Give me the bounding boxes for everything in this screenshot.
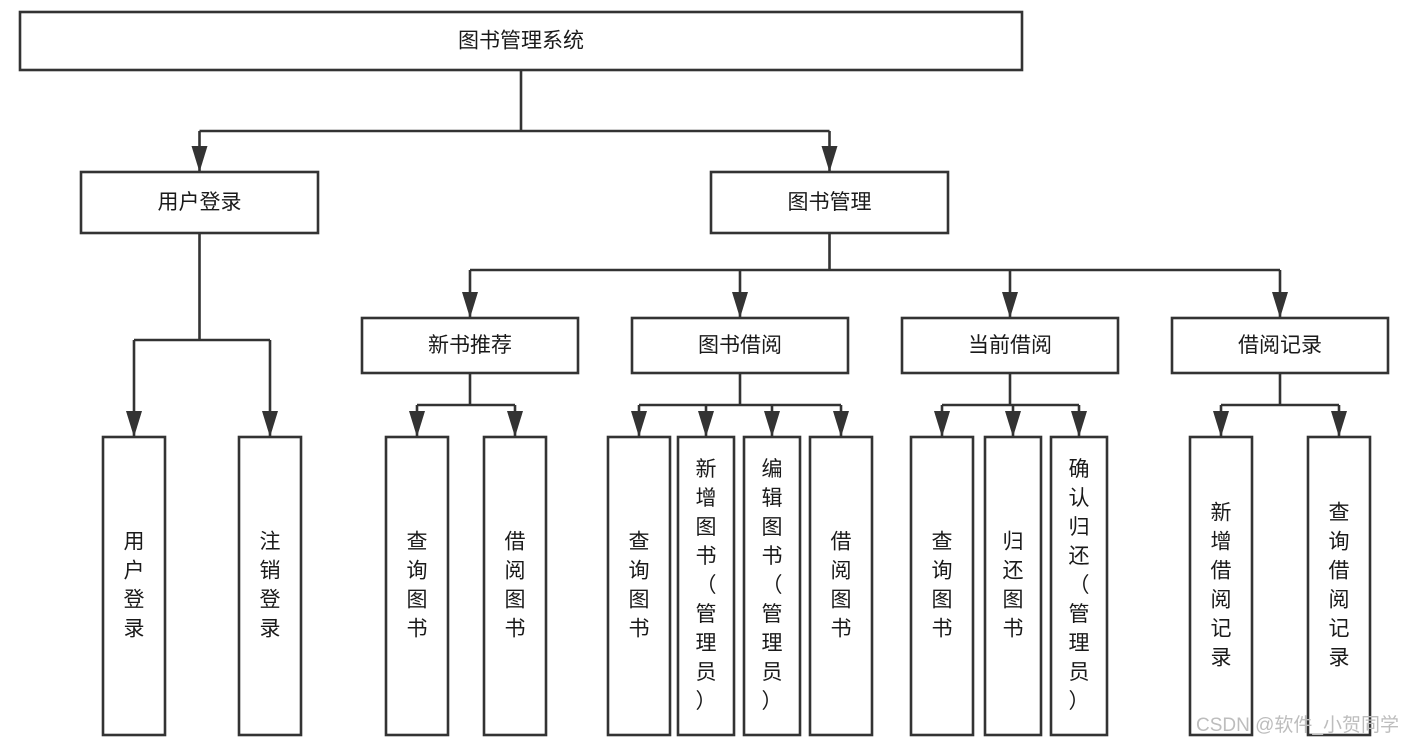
arrow-head-leaf-book-borrow-1 [698,411,714,437]
arrow-head-leaf-book-borrow-2 [764,411,780,437]
node-user-login[interactable]: 用户登录 [79,170,320,235]
node-box-leaf-edit-book [742,435,802,737]
node-label-new-book-rec: 新书推荐 [428,334,512,357]
node-leaf-query-book-borrow[interactable]: 查询图书 [606,435,672,737]
connector-layer [126,70,1347,437]
node-new-book-rec[interactable]: 新书推荐 [360,316,580,375]
node-leaf-user-logout[interactable]: 注销登录 [237,435,303,737]
node-layer: 图书管理系统用户登录图书管理新书推荐图书借阅当前借阅借阅记录用户登录注销登录查询… [18,10,1390,737]
node-root[interactable]: 图书管理系统 [18,10,1024,72]
arrow-head-leaf-current-borrow-1 [1005,411,1021,437]
node-leaf-edit-book[interactable]: 编辑图书（管理员） [742,435,802,737]
watermark-layer: CSDN @软件_小贺同学 [1196,714,1399,736]
node-label-book-borrow: 图书借阅 [698,334,782,357]
node-label-leaf-edit-book: 编辑图书（管理员） [762,458,783,713]
arrow-head-leaf-user-login-0 [126,411,142,437]
node-box-borrow-record [1170,316,1390,375]
node-label-leaf-borrow-book-rec: 借阅图书 [505,530,526,640]
node-book-manage[interactable]: 图书管理 [709,170,950,235]
node-leaf-query-book-rec[interactable]: 查询图书 [384,435,450,737]
node-box-leaf-confirm-return [1049,435,1109,737]
node-label-leaf-user-logout: 注销登录 [260,530,281,640]
node-label-leaf-return-book: 归还图书 [1003,530,1024,640]
node-leaf-query-record[interactable]: 查询借阅记录 [1306,435,1372,737]
arrow-head-root-1 [821,146,838,172]
node-leaf-borrow-book-rec[interactable]: 借阅图书 [482,435,548,737]
node-leaf-user-login[interactable]: 用户登录 [101,435,167,737]
node-box-leaf-return-book [983,435,1043,737]
node-leaf-borrow-book[interactable]: 借阅图书 [808,435,874,737]
arrow-head-book-manage-0 [462,292,478,318]
node-label-book-manage: 图书管理 [788,191,872,214]
node-box-leaf-query-record [1306,435,1372,737]
node-box-user-login [79,170,320,235]
node-borrow-record[interactable]: 借阅记录 [1170,316,1390,375]
node-label-borrow-record: 借阅记录 [1238,334,1322,357]
node-label-leaf-query-book-borrow: 查询图书 [629,530,650,640]
arrow-head-book-manage-1 [732,292,748,318]
node-box-book-borrow [630,316,850,375]
node-leaf-query-book-cur[interactable]: 查询图书 [909,435,975,737]
node-leaf-add-book[interactable]: 新增图书（管理员） [676,435,736,737]
arrow-head-leaf-new-book-rec-0 [409,411,425,437]
arrow-head-leaf-borrow-record-1 [1331,411,1347,437]
node-box-leaf-query-book-cur [909,435,975,737]
arrow-head-leaf-new-book-rec-1 [507,411,523,437]
node-label-leaf-query-record: 查询借阅记录 [1329,501,1350,669]
node-leaf-return-book[interactable]: 归还图书 [983,435,1043,737]
node-label-leaf-query-book-cur: 查询图书 [932,530,953,640]
node-box-leaf-user-login [101,435,167,737]
node-box-root [18,10,1024,72]
node-label-leaf-add-record: 新增借阅记录 [1211,501,1232,669]
node-box-leaf-add-book [676,435,736,737]
node-box-leaf-query-book-rec [384,435,450,737]
node-label-leaf-confirm-return: 确认归还（管理员） [1069,458,1090,713]
node-label-current-borrow: 当前借阅 [968,334,1052,357]
node-label-leaf-user-login: 用户登录 [124,530,145,640]
csdn-watermark: CSDN @软件_小贺同学 [1196,714,1399,736]
node-leaf-add-record[interactable]: 新增借阅记录 [1188,435,1254,737]
arrow-head-leaf-book-borrow-3 [833,411,849,437]
node-box-leaf-query-book-borrow [606,435,672,737]
node-current-borrow[interactable]: 当前借阅 [900,316,1120,375]
node-label-leaf-add-book: 新增图书（管理员） [696,458,717,713]
node-leaf-confirm-return[interactable]: 确认归还（管理员） [1049,435,1109,737]
node-box-book-manage [709,170,950,235]
arrow-head-book-manage-3 [1272,292,1288,318]
node-box-leaf-user-logout [237,435,303,737]
arrow-head-leaf-borrow-record-0 [1213,411,1229,437]
node-book-borrow[interactable]: 图书借阅 [630,316,850,375]
node-label-leaf-borrow-book: 借阅图书 [831,530,852,640]
arrow-head-leaf-current-borrow-2 [1071,411,1087,437]
arrow-head-root-0 [191,146,208,172]
node-box-new-book-rec [360,316,580,375]
arrow-head-book-manage-2 [1002,292,1018,318]
node-box-leaf-borrow-book [808,435,874,737]
node-label-user-login: 用户登录 [158,191,242,214]
node-box-leaf-borrow-book-rec [482,435,548,737]
arrow-head-leaf-user-login-1 [262,411,278,437]
arrow-head-leaf-current-borrow-0 [934,411,950,437]
node-box-current-borrow [900,316,1120,375]
arrow-head-leaf-book-borrow-0 [631,411,647,437]
node-label-root: 图书管理系统 [458,30,584,53]
node-label-leaf-query-book-rec: 查询图书 [407,530,428,640]
node-box-leaf-add-record [1188,435,1254,737]
